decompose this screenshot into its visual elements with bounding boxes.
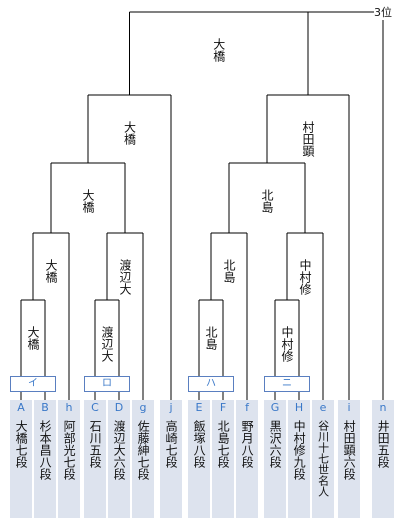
player-name: 阿部光七段	[62, 420, 77, 480]
winner-label: 北島	[222, 259, 236, 283]
player-column: f 野月八段	[236, 400, 258, 518]
winner-label: 渡辺大	[118, 259, 132, 295]
winner-label: 北島	[204, 326, 218, 350]
player-name: 石川五段	[88, 420, 103, 468]
player-column: G 黒沢六段	[264, 400, 286, 518]
player-column: A 大橋七段	[10, 400, 32, 518]
player-name: 村田顕六段	[342, 420, 357, 480]
player-column: e 谷川十七世名人	[312, 400, 334, 518]
player-name: 大橋七段	[14, 420, 29, 468]
player-column: E 飯塚八段	[188, 400, 210, 518]
group-label: ハ	[188, 376, 234, 392]
player-name: 飯塚八段	[192, 420, 207, 468]
player-column: B 杉本昌八段	[34, 400, 56, 518]
winner-label: 渡辺大	[100, 326, 114, 362]
player-name: 杉本昌八段	[38, 420, 53, 480]
winner-label: 大橋	[211, 38, 226, 62]
winner-label: 中村修	[280, 326, 294, 362]
player-code: i	[338, 400, 360, 416]
player-code: g	[132, 400, 154, 416]
player-code: h	[58, 400, 80, 416]
player-column: n 井田五段	[372, 400, 394, 518]
group-label: イ	[10, 376, 56, 392]
player-code: E	[188, 400, 210, 416]
winner-label: 村田顕	[301, 121, 315, 157]
player-code: H	[288, 400, 310, 416]
winner-label: 大橋	[122, 121, 137, 145]
player-name: 野月八段	[240, 420, 255, 468]
player-name: 黒沢六段	[268, 420, 283, 468]
player-column: j 高崎七段	[160, 400, 182, 518]
player-name: 佐藤紳七段	[136, 420, 151, 480]
player-column: D 渡辺大六段	[108, 400, 130, 518]
group-label: ロ	[84, 376, 130, 392]
player-name: 高崎七段	[164, 420, 179, 468]
player-name: 北島七段	[216, 420, 231, 468]
player-code: D	[108, 400, 130, 416]
player-name: 谷川十七世名人	[316, 420, 330, 497]
winner-label: 北島	[260, 189, 274, 213]
player-code: j	[160, 400, 182, 416]
player-column: h 阿部光七段	[58, 400, 80, 518]
player-code: A	[10, 400, 32, 416]
winner-label: 大橋	[26, 326, 40, 350]
player-code: C	[84, 400, 106, 416]
player-code: G	[264, 400, 286, 416]
player-name: 中村修九段	[292, 420, 307, 480]
player-column: C 石川五段	[84, 400, 106, 518]
player-column: g 佐藤紳七段	[132, 400, 154, 518]
rank-label: 3位	[374, 4, 392, 20]
player-code: F	[212, 400, 234, 416]
player-column: i 村田顕六段	[338, 400, 360, 518]
group-label: ニ	[264, 376, 310, 392]
winner-label: 大橋	[81, 189, 95, 213]
player-code: e	[312, 400, 334, 416]
player-column: F 北島七段	[212, 400, 234, 518]
player-column: H 中村修九段	[288, 400, 310, 518]
player-name: 渡辺大六段	[112, 420, 127, 480]
player-name: 井田五段	[376, 420, 391, 468]
player-code: B	[34, 400, 56, 416]
player-code: f	[236, 400, 258, 416]
winner-label: 中村修	[298, 259, 312, 295]
player-code: n	[372, 400, 394, 416]
winner-label: 大橋	[44, 259, 58, 283]
